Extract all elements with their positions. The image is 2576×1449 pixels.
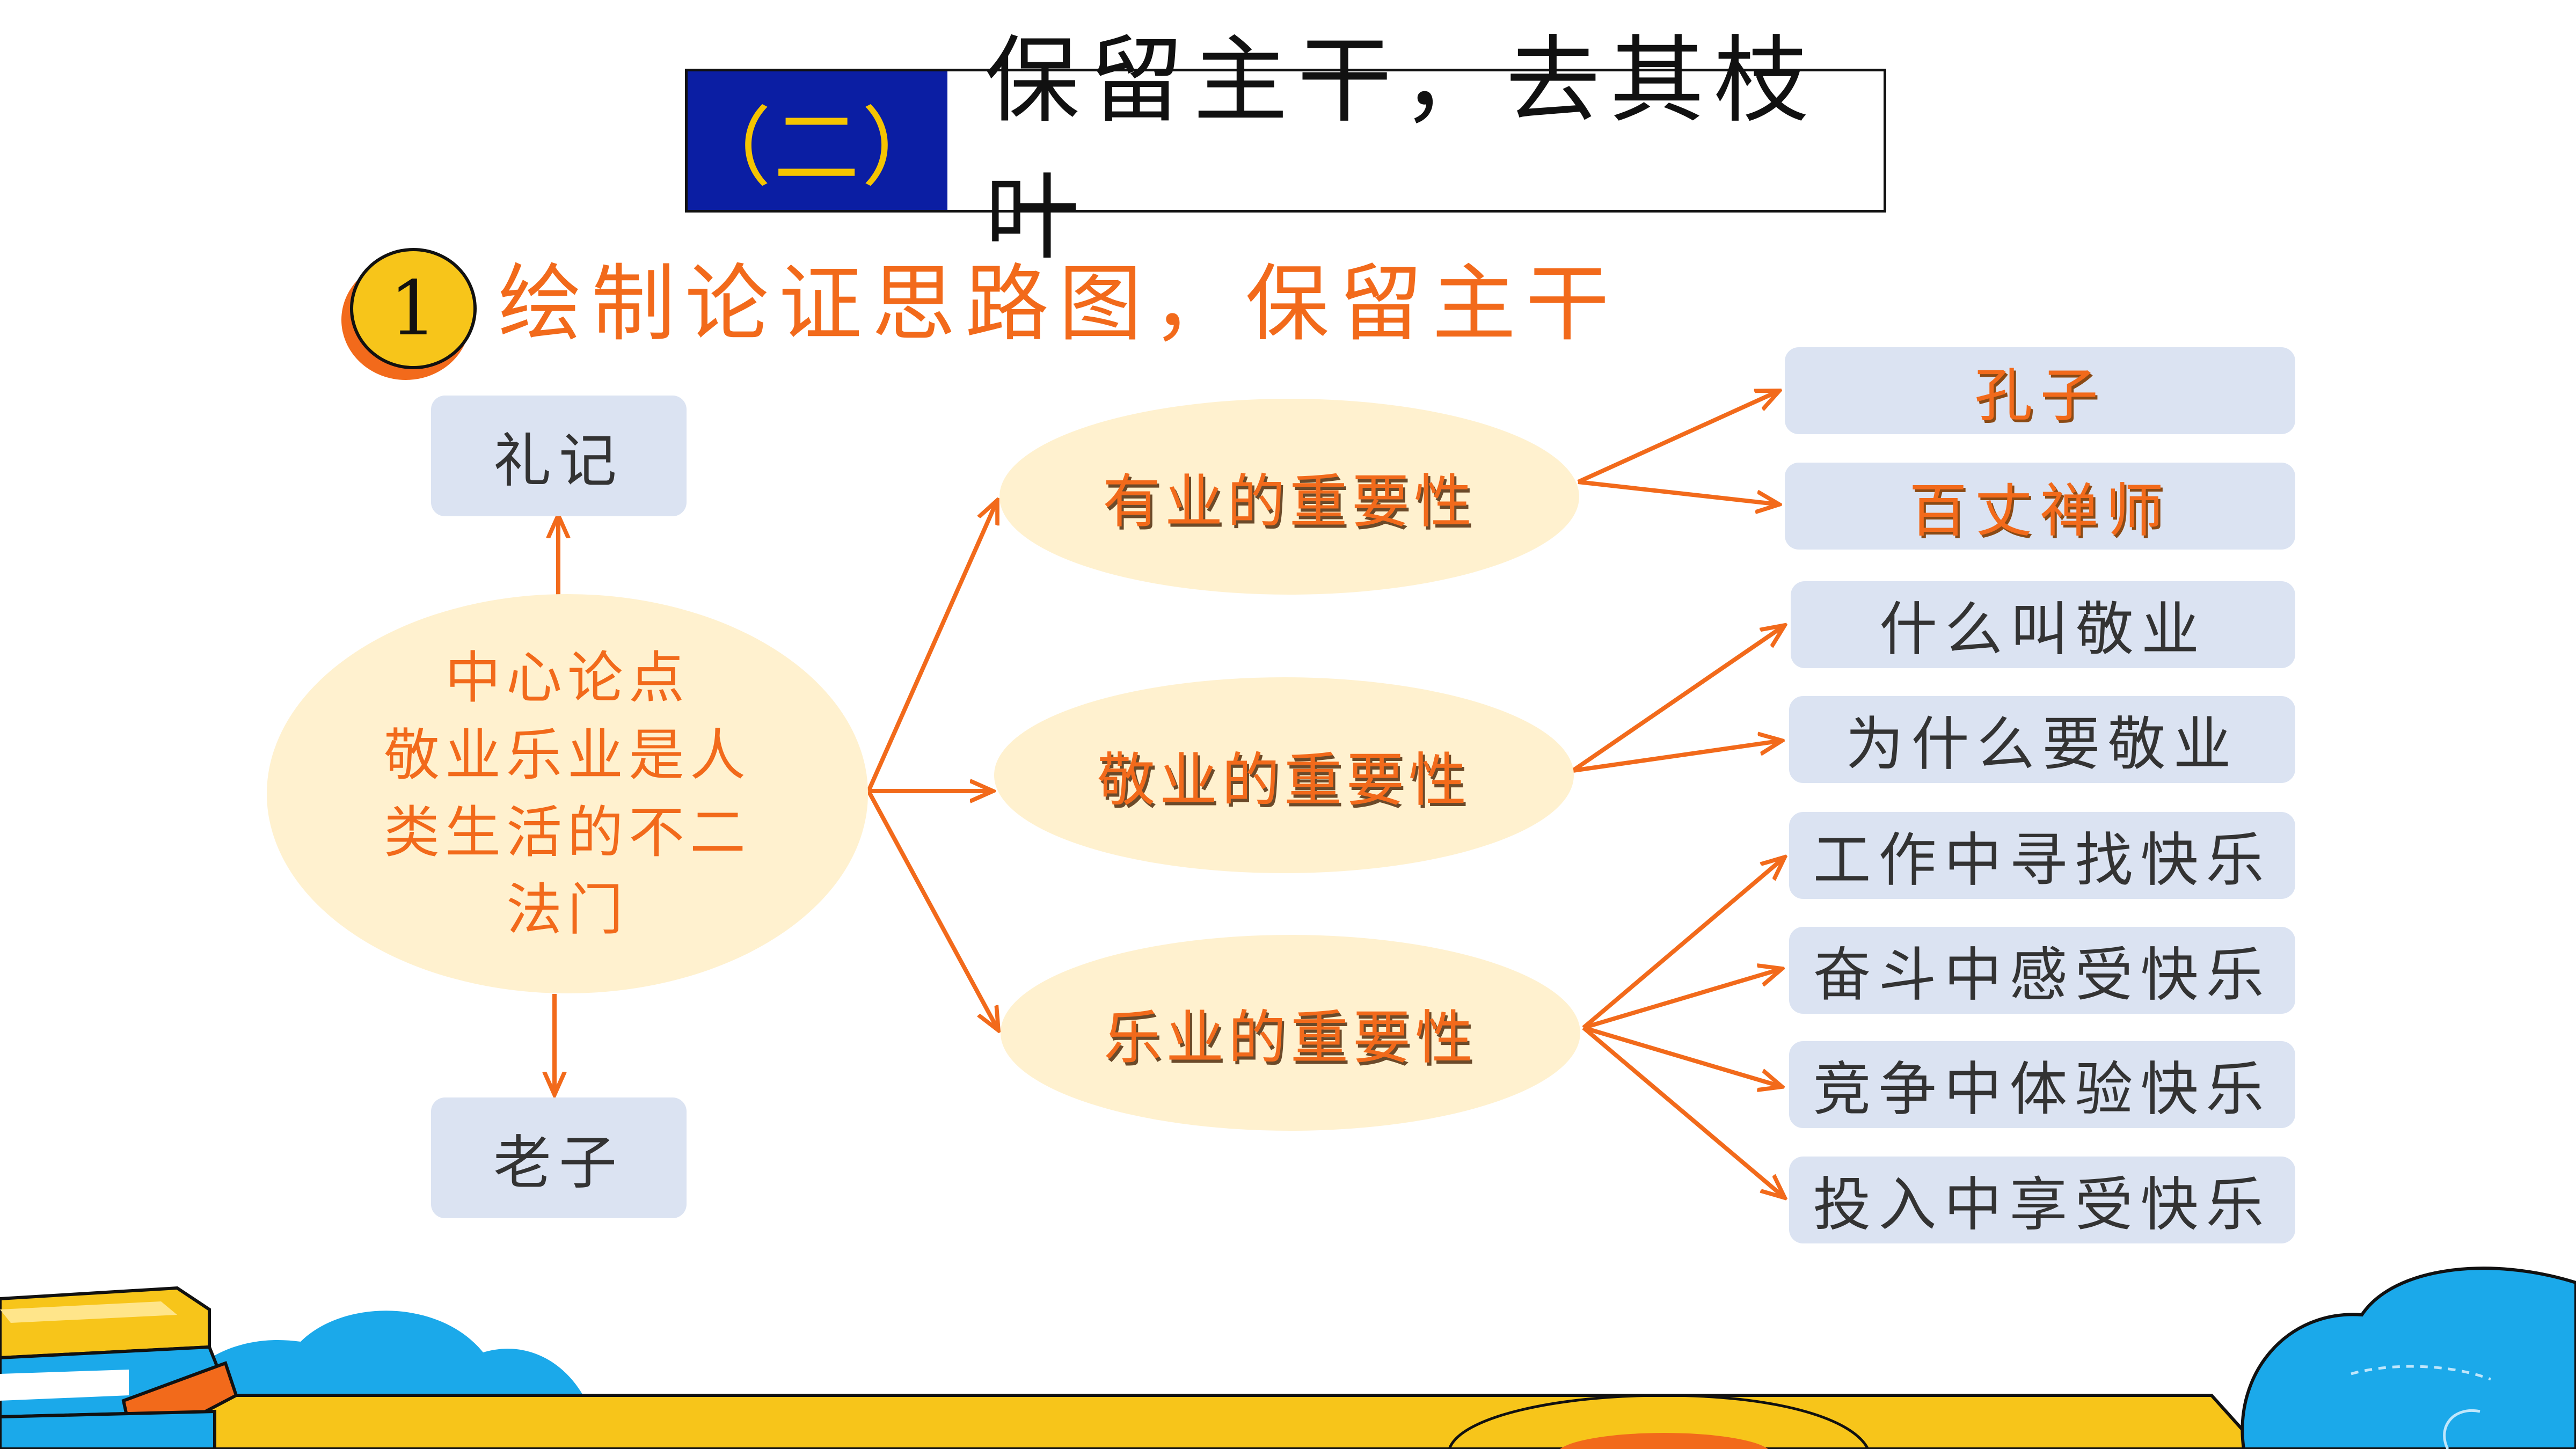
right-cloud [2241,1267,2576,1449]
branch-ellipse-2: 敬业的重要性 [994,677,1574,873]
leaf-box-3-4: 投入中享受快乐 [1789,1157,2295,1243]
arrow-to-leaf-3-2 [1582,969,1782,1030]
central-thesis-ellipse: 中心论点 敬业乐业是人 类生活的不二 法门 [267,594,868,993]
arrow-to-leaf-3-3 [1582,1026,1782,1087]
arrow-to-branch-1 [866,500,997,792]
central-thesis-line: 敬业乐业是人 [383,722,751,788]
branch-ellipse-3: 乐业的重要性 [1001,935,1580,1131]
book-top-cover [0,1301,177,1323]
leaf-box-3-2: 奋斗中感受快乐 [1789,927,2295,1014]
leaf-box-1-2: 百丈禅师 [1785,463,2295,550]
ground-curve [1448,1394,1870,1449]
right-cloud-detail [2351,1365,2491,1381]
leaf-box-3-1: 工作中寻找快乐 [1789,812,2295,899]
source-box-liji: 礼记 [431,396,687,516]
leaf-box-3-3: 竞争中体验快乐 [1789,1041,2295,1128]
central-thesis-line: 类生活的不二 [383,800,751,865]
title-number: （二） [685,71,947,210]
arrow-to-leaf-2-2 [1572,741,1782,773]
leaf-box-1-1: 孔子 [1785,347,2295,434]
arrow-to-leaf-2-1 [1571,625,1785,773]
arrow-to-branch-3 [866,790,998,1030]
leaf-box-2-1: 什么叫敬业 [1791,581,2295,668]
book-middle-pages [0,1370,129,1401]
ground-spot [1560,1433,1768,1449]
step-title: 绘制论证思路图，保留主干 [498,255,1619,353]
central-thesis-text: 中心论点 敬业乐业是人 类生活的不二 法门 [384,639,751,948]
book-base [0,1409,216,1449]
leaf-box-2-2: 为什么要敬业 [1789,696,2295,783]
source-box-laozi: 老子 [431,1097,687,1218]
arrow-to-leaf-3-4 [1582,1026,1785,1198]
central-thesis-line: 中心论点 [444,645,690,711]
branch-ellipse-1: 有业的重要性 [999,399,1579,595]
central-thesis-line: 法门 [506,877,629,942]
arrow-to-leaf-3-1 [1582,857,1785,1030]
arrow-to-leaf-1-2 [1578,480,1779,504]
arrow-to-leaf-1-1 [1577,391,1779,484]
step-number-badge: 1 [350,248,477,369]
right-cloud-curl [2443,1409,2480,1449]
